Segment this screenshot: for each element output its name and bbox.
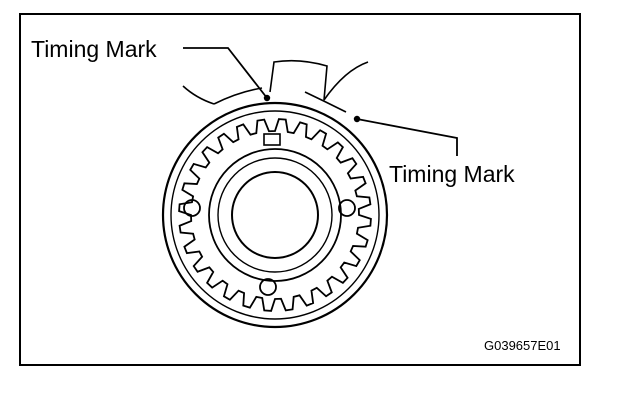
label-timing-mark-top: Timing Mark: [31, 36, 157, 62]
hub-key-slot: [263, 133, 281, 146]
bolt-hole-right: [338, 199, 356, 217]
gear-outer-ring: [161, 101, 389, 329]
figure-code: G039657E01: [484, 338, 561, 353]
housing-outline: [182, 59, 369, 113]
hub-outer-circle: [208, 148, 342, 282]
gear-rim-inner: [170, 110, 380, 320]
leader-line-right: [356, 118, 458, 156]
bolt-hole-left: [183, 199, 201, 217]
bolt-hole-bottom: [259, 278, 277, 296]
figure-frame: [19, 13, 581, 366]
label-timing-mark-right: Timing Mark: [389, 161, 515, 187]
leader-line-top: [183, 47, 268, 99]
hub-bore: [231, 171, 319, 259]
gear-teeth: [178, 118, 372, 312]
hub-middle-circle: [217, 157, 333, 273]
